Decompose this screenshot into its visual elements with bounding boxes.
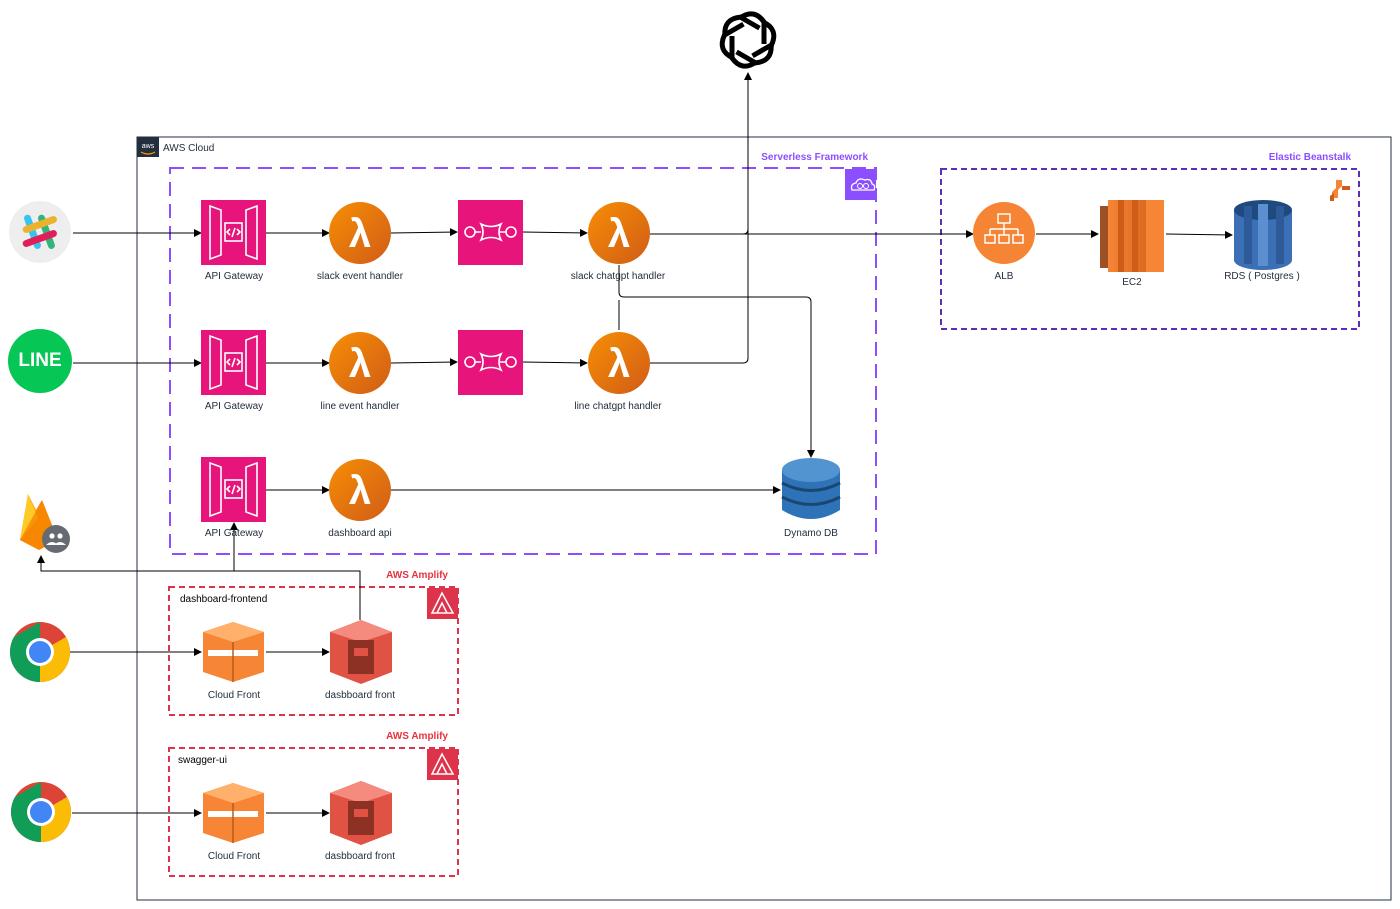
- api-gateway-node: API Gateway: [201, 457, 266, 539]
- amplify-icon: [427, 749, 458, 780]
- svg-text:slack chatgpt handler: slack chatgpt handler: [571, 271, 666, 282]
- svg-text:EC2: EC2: [1122, 277, 1142, 288]
- swagger-ui-label: swagger-ui: [178, 755, 227, 766]
- api-gateway-node: API Gateway: [201, 330, 266, 412]
- edge-sqs-slackchatgpt: [522, 228, 588, 237]
- elastic-beanstalk-label: Elastic Beanstalk: [1269, 152, 1352, 163]
- aws-cloud-label: AWS Cloud: [163, 143, 214, 154]
- edge-sqs-linechatgpt: [522, 358, 588, 367]
- serverless-cloud-icon: [845, 169, 876, 200]
- edge-ec2-rds: [1165, 230, 1233, 239]
- elastic-beanstalk-group: Elastic Beanstalk: [940, 152, 1360, 330]
- svg-text:Dynamo DB: Dynamo DB: [784, 528, 838, 539]
- slack-logo-icon: [9, 201, 71, 263]
- alb-node: ALB: [973, 202, 1035, 282]
- dashboard-frontend-label: dashboard-frontend: [180, 594, 267, 605]
- ec2-node: EC2: [1100, 200, 1164, 288]
- dynamodb-node: Dynamo DB: [781, 458, 841, 539]
- edge-slackevent-sqs: [390, 228, 458, 237]
- cloudfront-node: Cloud Front: [203, 622, 264, 701]
- svg-text:API Gateway: API Gateway: [205, 271, 263, 282]
- svg-text:dasbboard front: dasbboard front: [325, 851, 395, 862]
- svg-text:API Gateway: API Gateway: [205, 401, 263, 412]
- lambda-node: λ line event handler: [321, 332, 401, 412]
- amplify-group-dashboard: AWS Amplify dashboard-frontend: [168, 570, 459, 716]
- svg-text:dashboard api: dashboard api: [328, 528, 391, 539]
- edge-lineevent-sqs: [390, 358, 458, 367]
- aws-cloud-group: aws AWS Cloud: [136, 136, 1392, 901]
- svg-text:λ: λ: [349, 469, 371, 513]
- lambda-node: λ slack event handler: [317, 202, 404, 282]
- openai-logo-icon: [717, 13, 778, 67]
- connectors: [37, 72, 1233, 817]
- svg-text:λ: λ: [608, 212, 630, 256]
- line-logo-icon: LINE: [8, 329, 72, 393]
- api-gateway-node: API Gateway: [201, 200, 266, 282]
- s3-bucket-node: dasbboard front: [325, 620, 395, 701]
- edge-s3-up: [37, 555, 361, 620]
- svg-text:dasbboard front: dasbboard front: [325, 690, 395, 701]
- sqs-queue-icon: [458, 200, 523, 265]
- svg-text:LINE: LINE: [18, 350, 61, 371]
- svg-text:Cloud Front: Cloud Front: [208, 690, 260, 701]
- aws-logo-icon: aws: [137, 137, 159, 157]
- svg-text:API Gateway: API Gateway: [205, 528, 263, 539]
- svg-text:λ: λ: [349, 342, 371, 386]
- svg-text:λ: λ: [608, 342, 630, 386]
- firebase-logo-icon: [20, 494, 70, 553]
- lambda-node: λ slack chatgpt handler: [571, 202, 666, 282]
- cloudfront-node: Cloud Front: [203, 783, 264, 862]
- s3-bucket-node: dasbboard front: [325, 781, 395, 862]
- chrome-logo-icon: [10, 782, 72, 842]
- svg-text:line chatgpt handler: line chatgpt handler: [574, 401, 662, 412]
- svg-text:RDS ( Postgres ): RDS ( Postgres ): [1224, 271, 1300, 282]
- amplify-icon: [427, 588, 458, 619]
- svg-text:Cloud Front: Cloud Front: [208, 851, 260, 862]
- svg-text:slack event handler: slack event handler: [317, 271, 404, 282]
- rds-node: RDS ( Postgres ): [1224, 200, 1300, 282]
- amplify-label-2: AWS Amplify: [386, 731, 448, 742]
- chrome-logo-icon: [9, 622, 71, 682]
- sqs-queue-icon: [458, 330, 523, 395]
- amplify-group-swagger: AWS Amplify swagger-ui: [168, 731, 459, 877]
- edge-to-dynamo: [618, 265, 815, 458]
- beanstalk-icon: [1330, 180, 1350, 201]
- edge-to-openai: [650, 72, 752, 364]
- amplify-label-1: AWS Amplify: [386, 570, 448, 581]
- lambda-node: λ dashboard api: [328, 459, 392, 539]
- svg-text:ALB: ALB: [995, 271, 1014, 282]
- svg-text:aws: aws: [142, 143, 155, 150]
- lambda-node: λ line chatgpt handler: [574, 332, 662, 412]
- svg-text:λ: λ: [349, 212, 371, 256]
- serverless-framework-label: Serverless Framework: [761, 152, 868, 163]
- serverless-framework-group: Serverless Framework: [169, 152, 877, 555]
- svg-text:line event handler: line event handler: [321, 401, 401, 412]
